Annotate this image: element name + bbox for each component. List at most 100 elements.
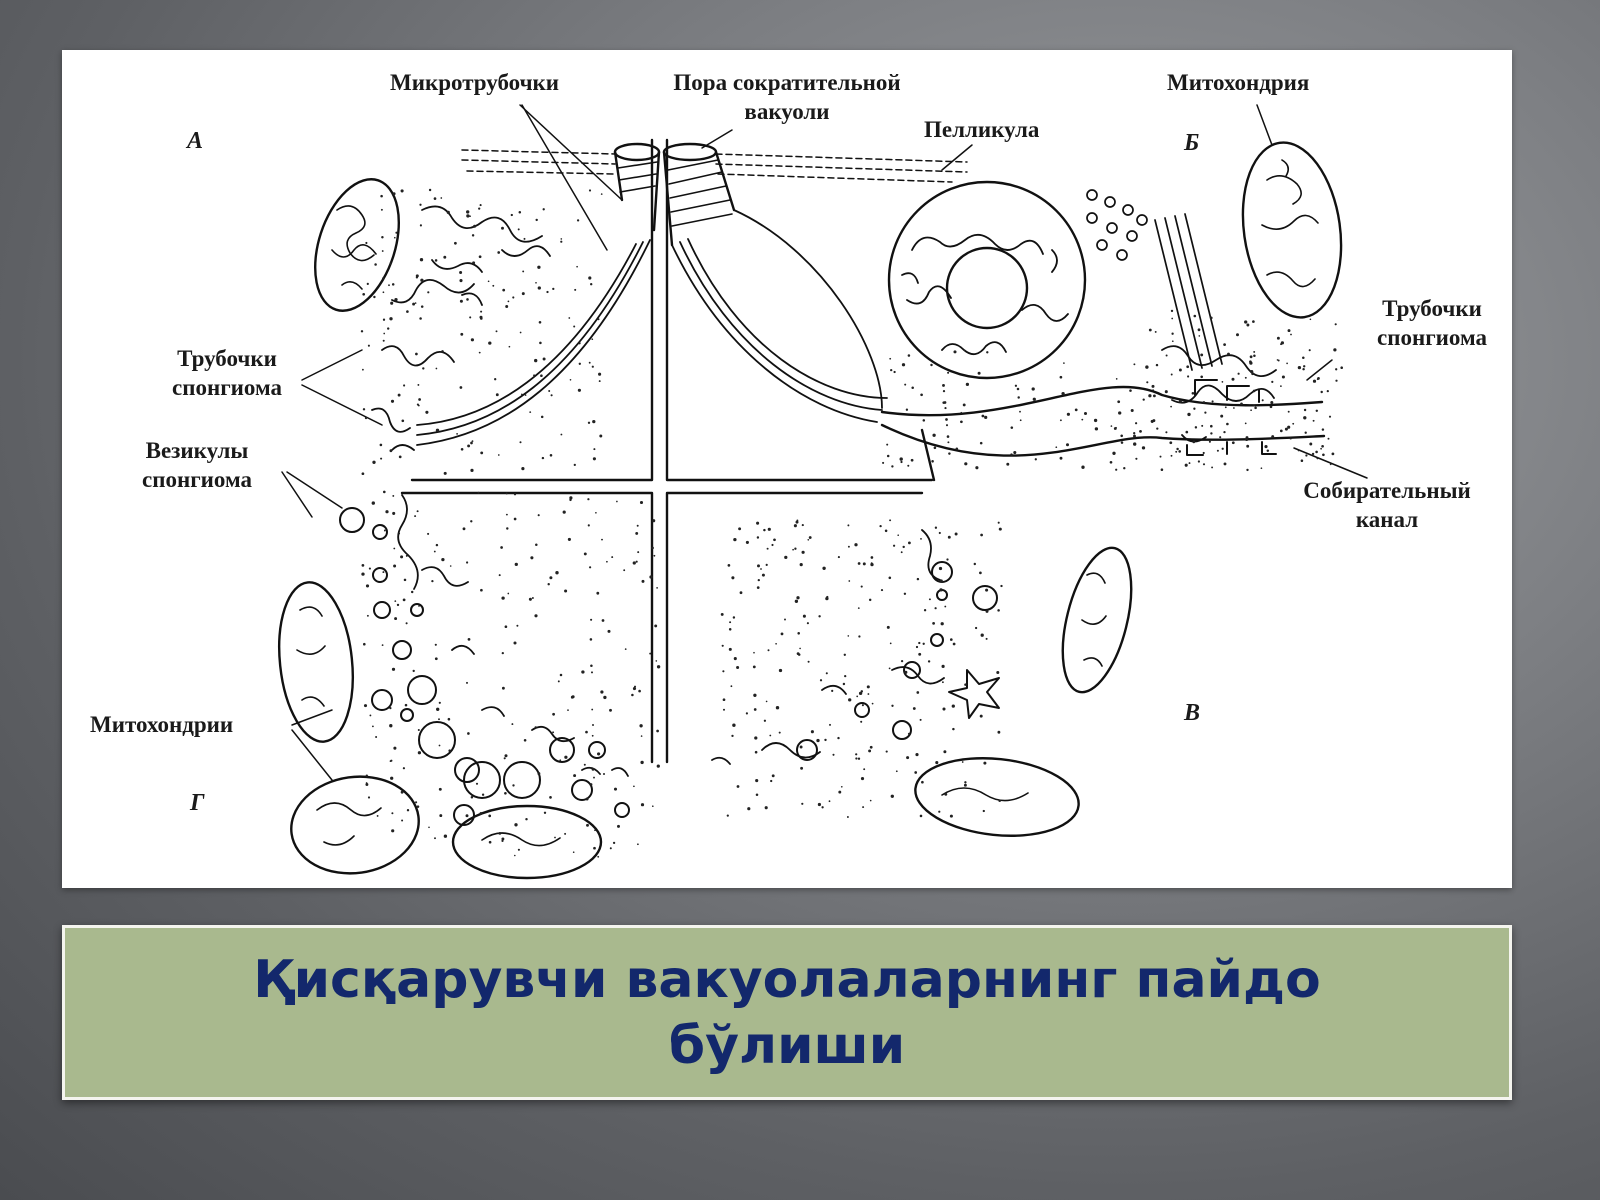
stipple-dot [720, 612, 724, 616]
stipple-dot [498, 832, 502, 835]
stipple-dot [904, 670, 908, 674]
stipple-dot [860, 690, 864, 693]
stipple-dot [858, 635, 861, 638]
stipple-dot [435, 543, 439, 547]
stipple-dot [1083, 411, 1088, 416]
stipple-dot [1193, 314, 1197, 318]
stipple-dot [1164, 390, 1168, 394]
stipple-dot [1297, 449, 1300, 452]
stipple-dot [892, 544, 896, 547]
stipple-dot [947, 441, 950, 444]
stipple-dot [380, 208, 383, 211]
label-microtubules: Микротрубочки [390, 70, 560, 95]
stipple-dot [928, 598, 931, 601]
stipple-dot [842, 682, 846, 686]
stipple-dot [908, 541, 911, 545]
stipple-dot [517, 228, 520, 231]
stipple-dot [394, 617, 398, 621]
stipple-dot [1170, 309, 1174, 313]
stipple-dot [389, 262, 392, 265]
spongiome-circle [887, 180, 1087, 380]
stipple-dot [376, 814, 379, 817]
stipple-dot [1148, 394, 1152, 398]
stipple-dot [391, 283, 395, 286]
stipple-dot [1216, 449, 1219, 452]
stipple-dot [387, 327, 390, 330]
stipple-dot [406, 310, 409, 313]
stipple-dot [470, 338, 474, 342]
stipple-dot [1135, 457, 1138, 460]
frame-top-right [665, 138, 934, 482]
stipple-dot [932, 433, 936, 437]
stipple-dot [1253, 354, 1256, 357]
stipple-dot [511, 723, 514, 726]
stipple-dot [807, 660, 810, 663]
stipple-dot [1284, 427, 1288, 431]
stipple-dot [598, 380, 601, 383]
stipple-dot [1309, 442, 1313, 446]
stipple-dot [922, 419, 926, 422]
stipple-dot [1200, 353, 1204, 357]
stipple-dot [885, 750, 888, 753]
stipple-dot [616, 500, 618, 503]
stipple-dot [470, 468, 474, 472]
stipple-dot [855, 753, 858, 756]
stipple-dot [420, 305, 424, 308]
stipple-dot [535, 218, 538, 222]
stipple-dot [757, 578, 760, 582]
stipple-dot [771, 774, 775, 778]
stipple-dot [617, 824, 620, 828]
stipple-dot [1154, 330, 1157, 333]
stipple-dot [469, 316, 472, 319]
stipple-dot [868, 598, 872, 602]
stipple-dot [888, 667, 891, 670]
stipple-dot [470, 520, 473, 523]
stipple-dot [416, 510, 419, 513]
stipple-dot [412, 669, 415, 673]
stipple-dot [438, 787, 442, 791]
stipple-dot [1327, 437, 1330, 440]
stipple-dot [467, 638, 471, 641]
stipple-dot [1145, 365, 1149, 369]
label-pellicle: Пелликула [924, 117, 1040, 142]
stipple-dot [434, 657, 438, 661]
stipple-dot [415, 352, 418, 356]
stipple-dot [631, 693, 634, 697]
stipple-dot [1280, 385, 1282, 387]
stipple-dot [590, 664, 593, 667]
stipple-dot [756, 521, 760, 525]
stipple-dot [982, 809, 985, 813]
stipple-dot [1135, 422, 1138, 425]
stipple-dot [390, 776, 394, 780]
mitochondrion-bottom-right-2 [914, 757, 1080, 837]
stipple-dot [534, 358, 538, 363]
stipple-dot [521, 467, 525, 471]
stipple-dot [1059, 419, 1062, 422]
stipple-dot [745, 540, 749, 544]
stipple-dot [1221, 447, 1224, 450]
stipple-dot [895, 770, 898, 773]
stipple-dot [1276, 359, 1279, 361]
stipple-dot [984, 415, 988, 420]
stipple-dot [466, 681, 468, 684]
label-vesicles-line2: спонгиома [142, 467, 252, 492]
stipple-dot [1211, 466, 1214, 469]
stipple-dot [425, 410, 429, 414]
stipple-dot [1094, 427, 1099, 431]
stipple-dot [1333, 348, 1337, 352]
stipple-dot [879, 524, 882, 528]
leader-tubules-left-2 [301, 384, 383, 426]
stipple-dot [550, 394, 553, 397]
stipple-dot [819, 679, 823, 682]
stipple-dot [593, 846, 596, 850]
stipple-dot [656, 587, 658, 589]
stipple-dot [1115, 468, 1118, 471]
stipple-dot [1316, 457, 1319, 460]
stipple-dot [745, 712, 749, 715]
stipple-dot [366, 614, 369, 617]
stipple-dot [439, 814, 443, 818]
pellicle-right-3 [717, 173, 953, 183]
stipple-dot [492, 284, 495, 287]
stipple-dot [1276, 336, 1280, 340]
stipple-dot [569, 378, 572, 381]
